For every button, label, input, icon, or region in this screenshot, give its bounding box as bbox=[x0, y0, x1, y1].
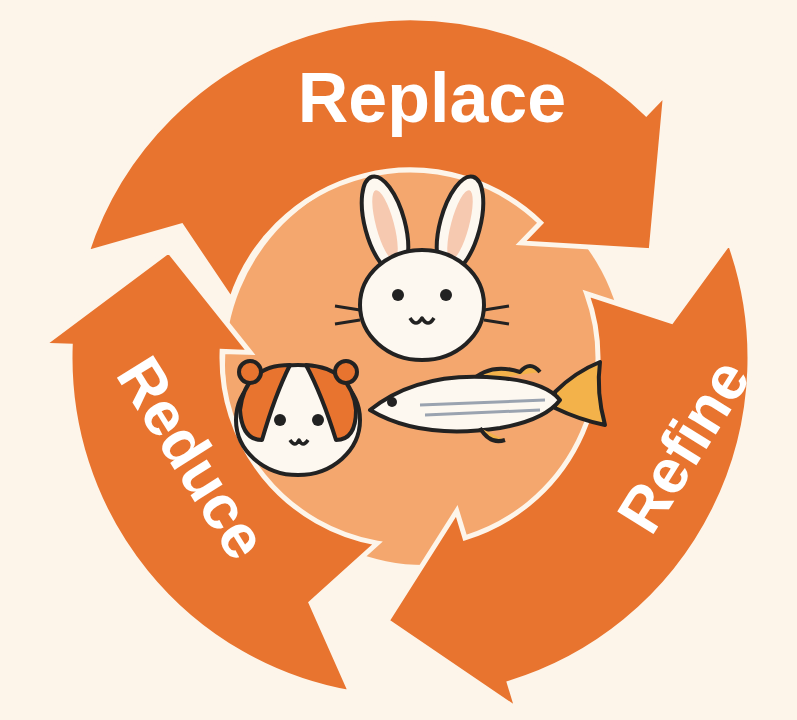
cycle-stage: Reduce bbox=[99, 338, 286, 579]
stage-label: Replace bbox=[298, 63, 566, 133]
rabbit-icon bbox=[335, 172, 509, 360]
animal-icons bbox=[236, 172, 605, 475]
cycle-arrow bbox=[42, 251, 377, 693]
cycle-stage: Replace bbox=[290, 59, 574, 137]
cycle-arrows bbox=[42, 18, 750, 710]
guinea-pig-icon bbox=[236, 361, 360, 475]
stage-label: Refine bbox=[607, 349, 760, 543]
stage-label: Reduce bbox=[106, 347, 277, 570]
fish-icon bbox=[370, 362, 605, 441]
cycle-stage: Refine bbox=[600, 340, 768, 551]
